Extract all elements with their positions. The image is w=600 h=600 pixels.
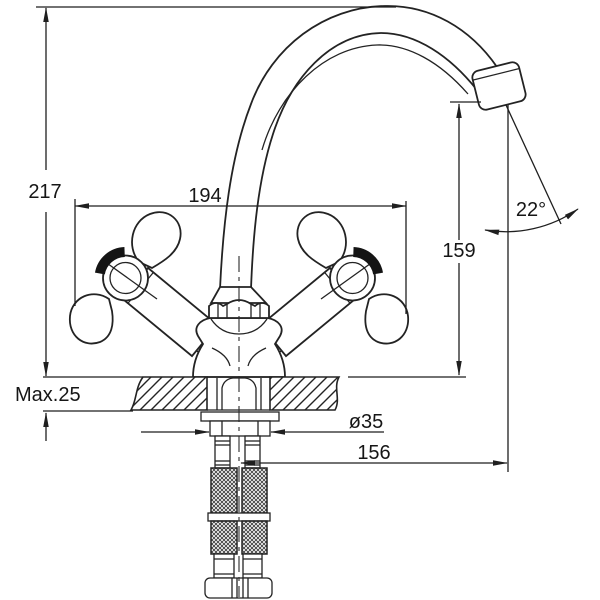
handle-hub-inner (109, 261, 142, 295)
crown-nut-facets (217, 304, 261, 318)
dim-overall-height: 217 (28, 7, 62, 377)
body-curve-right (247, 347, 267, 367)
dim-label-outlet-height: 159 (442, 240, 475, 262)
dim-label-handle-span: 194 (188, 185, 221, 207)
dim-max-thickness: Max.25 (15, 376, 143, 441)
mounting-nut (209, 420, 271, 437)
dim-label-outlet-angle: 22° (516, 199, 546, 221)
dim-handle-span: 194 (74, 185, 407, 314)
spout-tube (219, 5, 498, 290)
dim-outlet-height: 159 (348, 101, 481, 378)
dim-reach: 156 (240, 442, 508, 466)
aerator-nozzle (471, 61, 527, 111)
dim-hole-diameter: ø35 (141, 411, 384, 435)
handle-hub-diagonal (103, 260, 158, 300)
angle-arc (484, 208, 579, 236)
handle-lobe-lower (69, 293, 114, 345)
dim-label-reach: 156 (357, 442, 390, 464)
dim-label-overall-height: 217 (28, 181, 61, 203)
dim-outlet-angle: 22° (484, 104, 579, 472)
body-shoulder-left (210, 318, 240, 335)
body-curve-left (211, 347, 231, 367)
countertop (129, 376, 341, 411)
handle-color-index (94, 247, 126, 275)
dim-label-hole-diameter: ø35 (349, 411, 383, 433)
body-shoulder-right (238, 318, 268, 335)
dim-label-max-thickness: Max.25 (15, 384, 81, 406)
left-handle (69, 211, 228, 363)
angle-reference-line (505, 104, 562, 225)
handle-lobe-upper (131, 211, 182, 270)
mounting-washer (200, 411, 280, 422)
